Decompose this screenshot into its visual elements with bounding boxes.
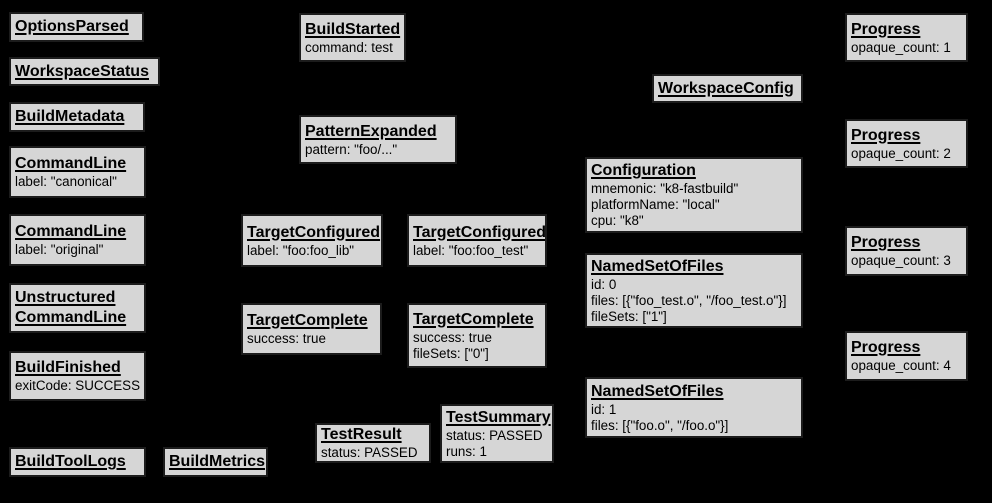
event-box-named-set-of-files-1: NamedSetOfFiles id: 1 files: [{"foo.o", …: [585, 377, 803, 438]
event-title: BuildFinished: [15, 359, 121, 376]
event-title: TargetComplete: [413, 310, 534, 328]
event-field: id: 0: [591, 276, 617, 292]
event-title: TargetConfigured: [413, 223, 547, 241]
event-box-options-parsed: OptionsParsed: [9, 12, 144, 42]
event-title: NamedSetOfFiles: [591, 257, 724, 275]
event-title: BuildToolLogs: [15, 453, 126, 470]
event-field: success: true: [413, 329, 492, 345]
event-title: TestResult: [321, 426, 402, 443]
event-field: opaque_count: 3: [851, 253, 951, 268]
event-field: id: 1: [591, 401, 617, 417]
event-field: label: "canonical": [15, 174, 117, 189]
event-box-target-complete-foo-test: TargetComplete success: true fileSets: […: [407, 303, 547, 368]
event-title: TestSummary: [446, 408, 551, 426]
event-title: CommandLine: [15, 223, 127, 240]
event-field: success: true: [247, 331, 326, 346]
event-box-configuration: Configuration mnemonic: "k8-fastbuild" p…: [585, 157, 803, 233]
event-field: command: test: [305, 39, 393, 55]
event-box-build-tool-logs: BuildToolLogs: [9, 447, 146, 477]
event-title: PatternExpanded: [305, 122, 437, 140]
event-title: NamedSetOfFiles: [591, 382, 724, 400]
event-box-command-line-canonical: CommandLine label: "canonical": [9, 146, 146, 198]
event-box-test-result: TestResult status: PASSED: [315, 423, 431, 463]
event-box-progress-2: Progress opaque_count: 2: [845, 119, 968, 168]
event-box-named-set-of-files-0: NamedSetOfFiles id: 0 files: [{"foo_test…: [585, 253, 803, 328]
event-box-target-configured-foo-test: TargetConfigured label: "foo:foo_test": [407, 214, 547, 267]
event-title: BuildStarted: [305, 20, 401, 38]
event-box-workspace-config: WorkspaceConfig: [652, 74, 803, 103]
event-field: cpu: "k8": [591, 213, 644, 228]
event-field: files: [{"foo.o", "/foo.o"}]: [591, 417, 729, 433]
event-field: status: PASSED: [446, 427, 543, 443]
event-box-build-finished: BuildFinished exitCode: SUCCESS: [9, 351, 146, 401]
event-field: status: PASSED: [321, 445, 418, 460]
event-field: opaque_count: 4: [851, 358, 951, 373]
event-box-command-line-original: CommandLine label: "original": [9, 214, 146, 266]
event-title: TargetComplete: [247, 312, 368, 329]
event-field: exitCode: SUCCESS: [15, 378, 141, 393]
event-box-pattern-expanded: PatternExpanded pattern: "foo/...": [299, 115, 457, 164]
event-title: BuildMetadata: [15, 108, 125, 125]
event-box-target-complete-foo-lib: TargetComplete success: true: [241, 303, 382, 355]
event-field: platformName: "local": [591, 197, 720, 212]
event-title: Progress: [851, 339, 921, 356]
event-field: label: "foo:foo_test": [413, 242, 529, 258]
event-box-progress-1: Progress opaque_count: 1: [845, 13, 968, 62]
event-field: label: "original": [15, 242, 104, 257]
event-field: pattern: "foo/...": [305, 141, 398, 157]
event-box-workspace-status: WorkspaceStatus: [9, 57, 160, 86]
event-title: OptionsParsed: [15, 18, 129, 35]
event-title: Progress: [851, 126, 921, 144]
event-title: TargetConfigured: [247, 223, 381, 241]
event-title: Progress: [851, 20, 921, 38]
event-field: opaque_count: 2: [851, 145, 951, 161]
event-title: WorkspaceStatus: [15, 62, 149, 80]
event-box-progress-3: Progress opaque_count: 3: [845, 226, 968, 276]
event-title: Progress: [851, 234, 921, 251]
event-box-progress-4: Progress opaque_count: 4: [845, 331, 968, 381]
event-box-test-summary: TestSummary status: PASSED runs: 1: [440, 404, 554, 463]
event-title: Unstructured: [15, 289, 116, 306]
event-title: BuildMetrics: [169, 453, 266, 470]
event-field: runs: 1: [446, 443, 487, 459]
event-box-build-started: BuildStarted command: test: [299, 13, 406, 62]
event-box-build-metrics: BuildMetrics: [163, 447, 268, 477]
event-title: Configuration: [591, 162, 696, 179]
event-title-line2: CommandLine: [15, 309, 127, 326]
event-field: opaque_count: 1: [851, 39, 951, 55]
event-box-unstructured-command-line: Unstructured CommandLine: [9, 283, 146, 333]
event-field: files: [{"foo_test.o", "/foo_test.o"}]: [591, 292, 787, 308]
event-box-target-configured-foo-lib: TargetConfigured label: "foo:foo_lib": [241, 214, 383, 267]
event-field: fileSets: ["1"]: [591, 308, 667, 324]
event-title: CommandLine: [15, 155, 127, 172]
event-title: WorkspaceConfig: [658, 79, 794, 97]
event-field: mnemonic: "k8-fastbuild": [591, 181, 739, 196]
event-box-build-metadata: BuildMetadata: [9, 102, 145, 132]
event-field: fileSets: ["0"]: [413, 345, 489, 361]
event-field: label: "foo:foo_lib": [247, 242, 355, 258]
